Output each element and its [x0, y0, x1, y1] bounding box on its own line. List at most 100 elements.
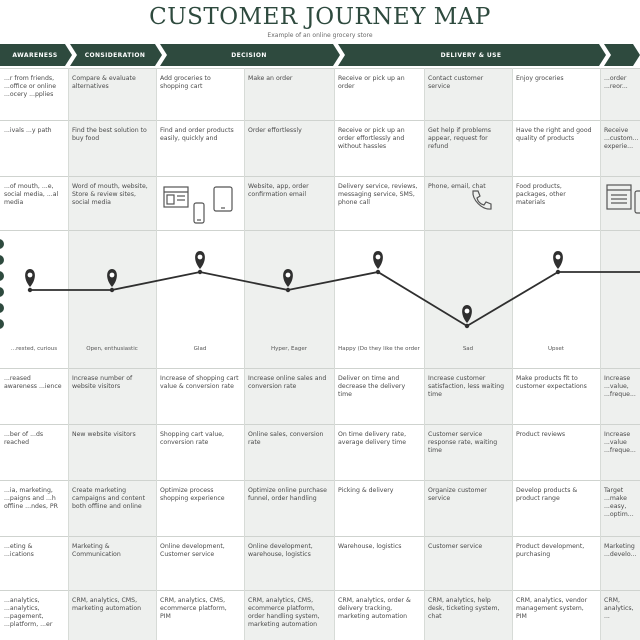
- column-divider: [68, 68, 69, 640]
- grid-cell: CRM, analytics, CMS, ecommerce platform,…: [160, 597, 227, 620]
- map-pin-icon: [553, 251, 563, 275]
- scale-dot: [0, 319, 4, 329]
- grid-cell: Receive or pick up an order effortlessly…: [338, 127, 405, 150]
- row-divider: [0, 368, 640, 369]
- grid-cell: ...ivals ...y path: [4, 127, 52, 134]
- phase-label: DELIVERY & USE: [440, 51, 502, 59]
- grid-cell: Picking & delivery: [338, 487, 394, 494]
- column-divider: [244, 68, 245, 640]
- column-shade: [68, 68, 156, 640]
- grid-cell: Target ...make ...easy, ...optim...: [604, 487, 634, 518]
- tablet-icon: [213, 186, 233, 212]
- map-pin-icon: [195, 251, 205, 275]
- grid-cell: ...r from friends, ...office or online .…: [4, 75, 57, 98]
- grid-cell: Increase ...value ...freque...: [604, 431, 636, 454]
- grid-cell: CRM, analytics, ...: [604, 597, 634, 620]
- grid-cell: ...ber of ...ds reached: [4, 431, 44, 446]
- grid-cell: Compare & evaluate alternatives: [72, 75, 136, 90]
- phase-banner: [0, 44, 72, 66]
- grid-cell: Marketing ...develo...: [604, 543, 637, 558]
- grid-cell: ...order ...reor...: [604, 75, 628, 90]
- grid-cell: ...ia, marketing, ...paigns and ...h off…: [4, 487, 58, 510]
- grid-cell: Increase customer satisfaction, less wai…: [428, 375, 505, 398]
- phase-label: [610, 44, 632, 66]
- grid-cell: Online development, warehouse, logistics: [248, 543, 313, 558]
- grid-cell: Product development, purchasing: [516, 543, 585, 558]
- scale-dot: [0, 239, 4, 249]
- scale-dot: [0, 255, 4, 265]
- grid-cell: Find the best solution to buy food: [72, 127, 147, 142]
- phase-banner: [160, 44, 340, 66]
- emotion-label: Open, enthusiastic: [86, 346, 138, 352]
- grid-cell: Contact customer service: [428, 75, 484, 90]
- row-divider: [0, 590, 640, 591]
- column-shade: [424, 68, 512, 640]
- phase-label: AWARENESS: [12, 51, 58, 59]
- grid-cell: Warehouse, logistics: [338, 543, 402, 550]
- grid-cell: CRM, analytics, CMS, ecommerce platform,…: [248, 597, 320, 628]
- emotion-label: Upset: [548, 346, 564, 352]
- grid-cell: Make an order: [248, 75, 293, 82]
- grid-cell: CRM, analytics, vendor management system…: [516, 597, 588, 620]
- column-shade: [600, 68, 640, 640]
- grid-cell: Create marketing campaigns and content b…: [72, 487, 145, 510]
- emotion-label: Glad: [193, 346, 207, 352]
- grid-cell: Online sales, conversion rate: [248, 431, 324, 446]
- phone-icon: [193, 202, 205, 224]
- telephone-handset-icon: [472, 190, 492, 210]
- grid-cell: Organize customer service: [428, 487, 487, 502]
- phase-banner: [338, 44, 606, 66]
- grid-cell: On time delivery rate, average delivery …: [338, 431, 407, 446]
- grid-cell: Website, app, order confirmation email: [248, 183, 309, 198]
- grid-cell: Find and order products easily, quickly …: [160, 127, 234, 142]
- grid-cell: Customer service: [428, 543, 483, 550]
- map-pin-icon: [283, 269, 293, 293]
- browser-window-icon: [163, 186, 189, 208]
- map-pin-icon: [462, 305, 472, 329]
- grid-cell: Order effortlessly: [248, 127, 302, 134]
- grid-cell: CRM, analytics, CMS, marketing automatio…: [72, 597, 142, 612]
- row-divider: [0, 68, 640, 69]
- column-divider: [600, 68, 601, 640]
- grid-cell: Food products, packages, other materials: [516, 183, 566, 206]
- grid-cell: Increase online sales and conversion rat…: [248, 375, 327, 390]
- phase-banner: [70, 44, 162, 66]
- grid-cell: Make products fit to customer expectatio…: [516, 375, 587, 390]
- grid-cell: Receive or pick up an order: [338, 75, 405, 90]
- grid-cell: ...eting & ...ications: [4, 543, 34, 558]
- emotion-label: Sad: [462, 346, 474, 352]
- emotion-label: ...rested, curious: [10, 346, 58, 352]
- grid-cell: Receive ...custom... experie...: [604, 127, 638, 150]
- emotion-label: Hyper, Eager: [270, 346, 307, 352]
- row-divider: [0, 480, 640, 481]
- column-divider: [334, 68, 335, 640]
- grid-cell: Increase number of website visitors: [72, 375, 133, 390]
- row-divider: [0, 536, 640, 537]
- column-shade: [244, 68, 334, 640]
- column-divider: [424, 68, 425, 640]
- grid-cell: ...reased awareness ...ience: [4, 375, 62, 390]
- grid-cell: CRM, analytics, order & delivery trackin…: [338, 597, 411, 620]
- browser-window-icon: [606, 184, 632, 210]
- grid-cell: Delivery service, reviews, messaging ser…: [338, 183, 418, 206]
- phase-label: CONSIDERATION: [84, 51, 146, 59]
- emotion-label: Happy (Do they like the order: [338, 346, 420, 352]
- grid-cell: Word of mouth, website, Store & review s…: [72, 183, 148, 206]
- grid-cell: Get help if problems appear, request for…: [428, 127, 492, 150]
- grid-cell: New website visitors: [72, 431, 136, 438]
- row-divider: [0, 230, 640, 231]
- row-divider: [0, 176, 640, 177]
- grid-cell: Customer service response rate, waiting …: [428, 431, 498, 454]
- grid-cell: Product reviews: [516, 431, 566, 438]
- scale-dot: [0, 303, 4, 313]
- page-subtitle: Example of an online grocery store: [267, 32, 373, 39]
- grid-cell: CRM, analytics, help desk, ticketing sys…: [428, 597, 500, 620]
- grid-cell: Have the right and good quality of produ…: [516, 127, 592, 142]
- grid-cell: Increase ...value, ...freque...: [604, 375, 636, 398]
- map-pin-icon: [25, 269, 35, 293]
- grid-cell: ...analytics, ...analytics, ...pagement,…: [4, 597, 53, 628]
- grid-cell: Develop products & product range: [516, 487, 578, 502]
- emotion-line-chart: [0, 239, 640, 329]
- grid-cell: Marketing & Communication: [72, 543, 121, 558]
